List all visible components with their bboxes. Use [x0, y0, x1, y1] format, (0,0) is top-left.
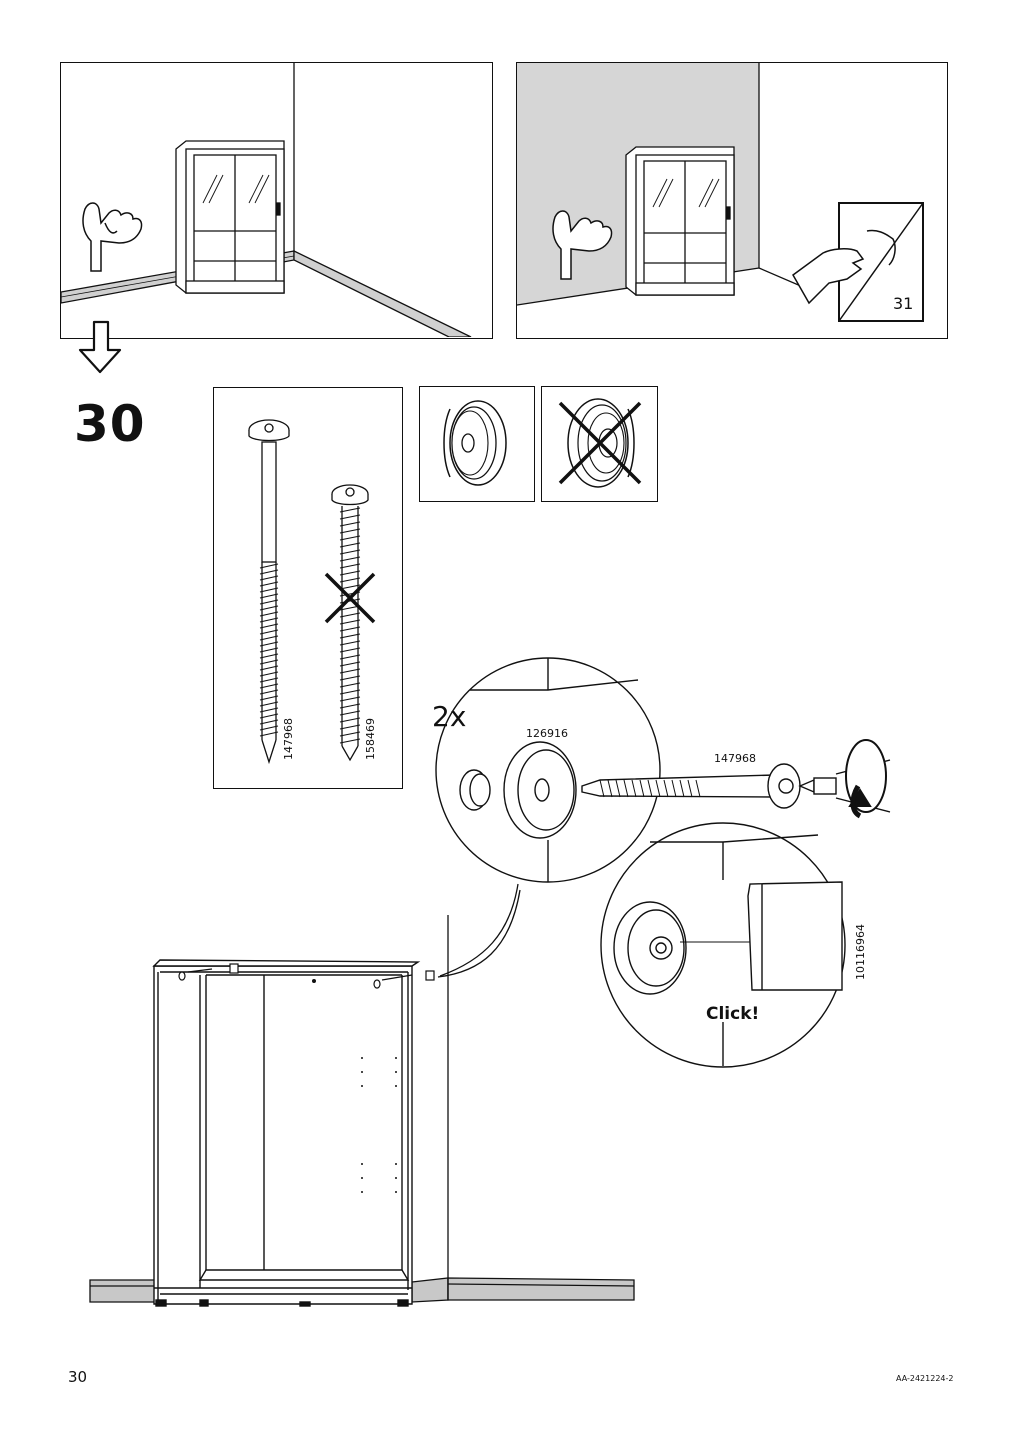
- cabinet-carcass: [152, 959, 421, 1307]
- wall-scene-illustration: [517, 63, 924, 322]
- shelf-pin-holes: [312, 979, 397, 1193]
- rotate-clockwise-icon: [845, 739, 887, 819]
- step-number: 30: [74, 395, 146, 453]
- washer-correct-illustration: [443, 400, 507, 486]
- panel-screw-comparison: 147968 158469: [213, 387, 403, 789]
- washer-part-number: 126916: [526, 727, 568, 740]
- floor-skirting: [89, 1277, 635, 1303]
- screw-part-number: 147968: [714, 752, 756, 765]
- pointing-hand-icon: [82, 202, 143, 272]
- wrong-cross-icon: [324, 572, 376, 624]
- panel-washer-correct: [419, 386, 535, 502]
- cabinet-illustration: [625, 146, 735, 296]
- panel-wall-check: 31: [516, 62, 948, 339]
- panel-washer-wrong: [541, 386, 658, 502]
- cabinet-illustration: [175, 140, 285, 294]
- document-id: AA-2421224-2: [896, 1374, 954, 1383]
- pointing-hand-icon: [552, 210, 613, 280]
- wrong-cross-icon: [558, 401, 642, 485]
- washer-wrong-illustration: [558, 398, 642, 488]
- click-label: Click!: [706, 1004, 760, 1024]
- screw-comparison-illustration: [248, 419, 376, 765]
- quantity-label: 2x: [432, 700, 467, 733]
- hand-turning-page-icon: [792, 248, 865, 305]
- see-page-number: 31: [893, 294, 914, 313]
- page-number: 30: [68, 1368, 88, 1386]
- callout-washer-screw: [435, 657, 891, 883]
- panel-room-helper: [60, 62, 493, 339]
- assembly-illustration: [89, 657, 891, 1307]
- wrong-screw-illustration: [331, 484, 369, 762]
- callout-cover-cap: [600, 822, 846, 1068]
- cap-part-number: 10116964: [854, 924, 867, 980]
- next-step-arrow-icon: [78, 320, 122, 374]
- room-scene-illustration: [61, 63, 472, 337]
- correct-screw-illustration: [248, 419, 290, 765]
- wall-fixing-screws: [178, 963, 435, 989]
